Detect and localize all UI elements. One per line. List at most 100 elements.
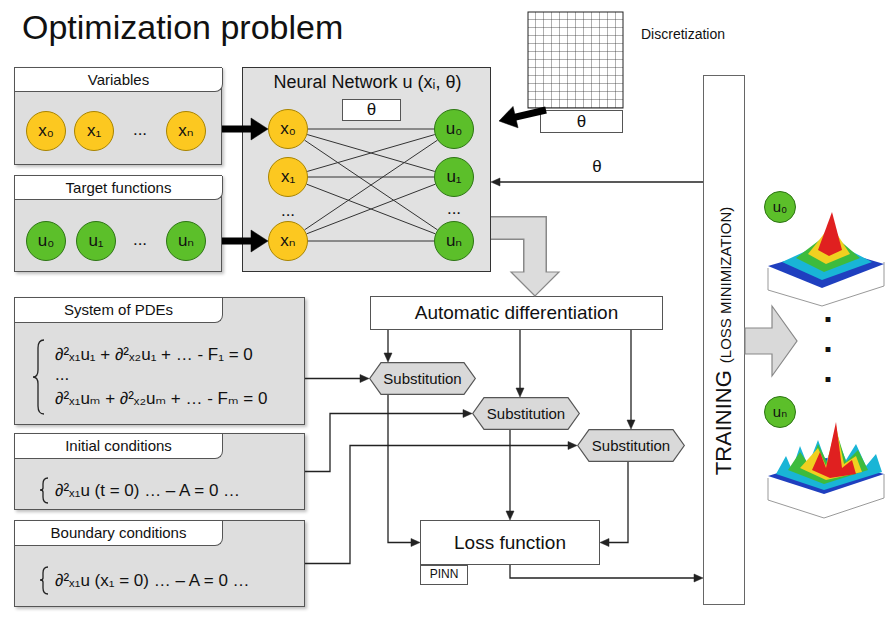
connector-line [605, 462, 628, 543]
text-holder: Substitution [376, 362, 469, 395]
text-holder: xₙ [167, 112, 205, 150]
arrowhead [506, 511, 514, 520]
node-text: xₙ [178, 121, 193, 141]
text-holder: ... [438, 199, 470, 219]
input-panel: Variables... x₀ x₁ xₙ [14, 67, 222, 165]
arrowhead [694, 574, 703, 582]
hexagon-shape [370, 363, 476, 395]
variable-circle: xₙ [166, 111, 206, 151]
connector [305, 375, 369, 383]
text-holder: xₙ [269, 222, 307, 260]
variable-circle: x₁ [74, 111, 114, 151]
network-link [308, 177, 434, 178]
network-link [305, 140, 438, 230]
node-text: ∂²ₓ₁u (t = 0) … – A = 0 … [55, 481, 240, 501]
diagram-title: Optimization problem [22, 8, 343, 47]
text-holder: θ [343, 100, 400, 120]
connector [308, 241, 434, 242]
panel-heading: System of PDEs [64, 301, 173, 318]
connector [506, 430, 514, 520]
grid-ground [528, 12, 623, 108]
connector [308, 177, 434, 178]
annotation-label: Discretization [641, 26, 725, 42]
text-holder: Substitution [584, 429, 678, 462]
text-holder: ∂²ₓ₁u (x₁ = 0) … – A = 0 … [55, 569, 303, 593]
substitution-hexagon: Substitution [369, 362, 476, 395]
arrowhead [384, 353, 392, 362]
header-tab: Boundary conditions [15, 521, 223, 546]
text-holder: u₀ [27, 222, 65, 260]
text-holder: Substitution [479, 397, 573, 430]
connector-line [630, 330, 631, 424]
input-panel: System of PDEs ∂²ₓ₁u₁ + ∂²ₓ₂u₁ + … - F₁ =… [14, 297, 305, 425]
panel-heading: Variables [88, 71, 149, 88]
text-holder: uₙ [435, 222, 473, 260]
function-circle: u₁ [434, 157, 474, 197]
node-text: ... [133, 230, 147, 250]
arrowhead [516, 388, 524, 397]
connector-line [510, 565, 698, 578]
network-link [308, 129, 434, 130]
network-link [307, 184, 436, 234]
connector [308, 129, 434, 130]
network-link [307, 135, 435, 172]
node-text: uₙ [178, 231, 194, 251]
brace [40, 567, 48, 594]
connector [307, 184, 436, 234]
text-holder: x₀ [269, 110, 307, 148]
connector [222, 118, 268, 140]
connector [222, 230, 268, 252]
text-holder: ... [272, 201, 304, 221]
process-box: θ [342, 99, 401, 121]
connector-line [519, 330, 520, 392]
connector [499, 106, 546, 127]
connector-line [305, 414, 467, 472]
node-text: x₀ [38, 121, 54, 141]
text-holder: u₀ [765, 192, 795, 222]
connector-line [509, 430, 510, 515]
text-holder: PINN [421, 566, 467, 584]
connector [600, 462, 628, 547]
network-link [305, 140, 438, 230]
node-text: ... [133, 120, 147, 140]
node-text: ... [447, 199, 461, 219]
label-holder: Discretization [641, 24, 761, 44]
node-text: Substitution [383, 370, 461, 387]
node-text: u₁ [88, 231, 103, 251]
function-circle: uₙ [764, 396, 796, 428]
arrowhead [251, 118, 268, 140]
brace [40, 478, 48, 503]
process-box: PINN [420, 565, 468, 585]
substitution-hexagon: Substitution [472, 397, 580, 430]
text-holder: ... [124, 229, 156, 251]
arrowhead [499, 106, 518, 127]
arrowhead [600, 539, 609, 547]
connector [305, 140, 438, 230]
substitution-hexagon: Substitution [577, 429, 685, 462]
node-text: θ [367, 100, 376, 120]
text-holder: Automatic differentiation [371, 297, 662, 329]
node-text: x₁ [281, 167, 295, 187]
variable-circle: xₙ [268, 221, 308, 261]
node-text: ∂²ₓ₁u₁ + ∂²ₓ₂u₁ + … - F₁ = 0 [55, 345, 253, 365]
connector [491, 228, 559, 296]
edge-label-holder: θ [577, 156, 617, 178]
text-holder: θ [541, 111, 622, 132]
connector-line [496, 181, 703, 182]
arrowhead [360, 375, 369, 383]
connector [305, 140, 438, 230]
text-holder: ∂²ₓ₁u (t = 0) … – A = 0 … [55, 479, 303, 503]
discretization-grid [528, 12, 623, 108]
network-link [307, 135, 435, 172]
variable-circle: x₀ [26, 111, 66, 151]
training-bar: TRAINING(LOSS MINIMIZATION) [703, 75, 745, 605]
arrowhead [491, 178, 500, 186]
brace [33, 340, 44, 414]
node-text: xₙ [280, 231, 295, 251]
function-circle: u₀ [434, 109, 474, 149]
node-text: u₁ [446, 167, 461, 187]
process-box: Automatic differentiation [370, 296, 663, 330]
network-link [307, 184, 436, 234]
connector [516, 330, 524, 397]
arrowhead [568, 442, 577, 450]
